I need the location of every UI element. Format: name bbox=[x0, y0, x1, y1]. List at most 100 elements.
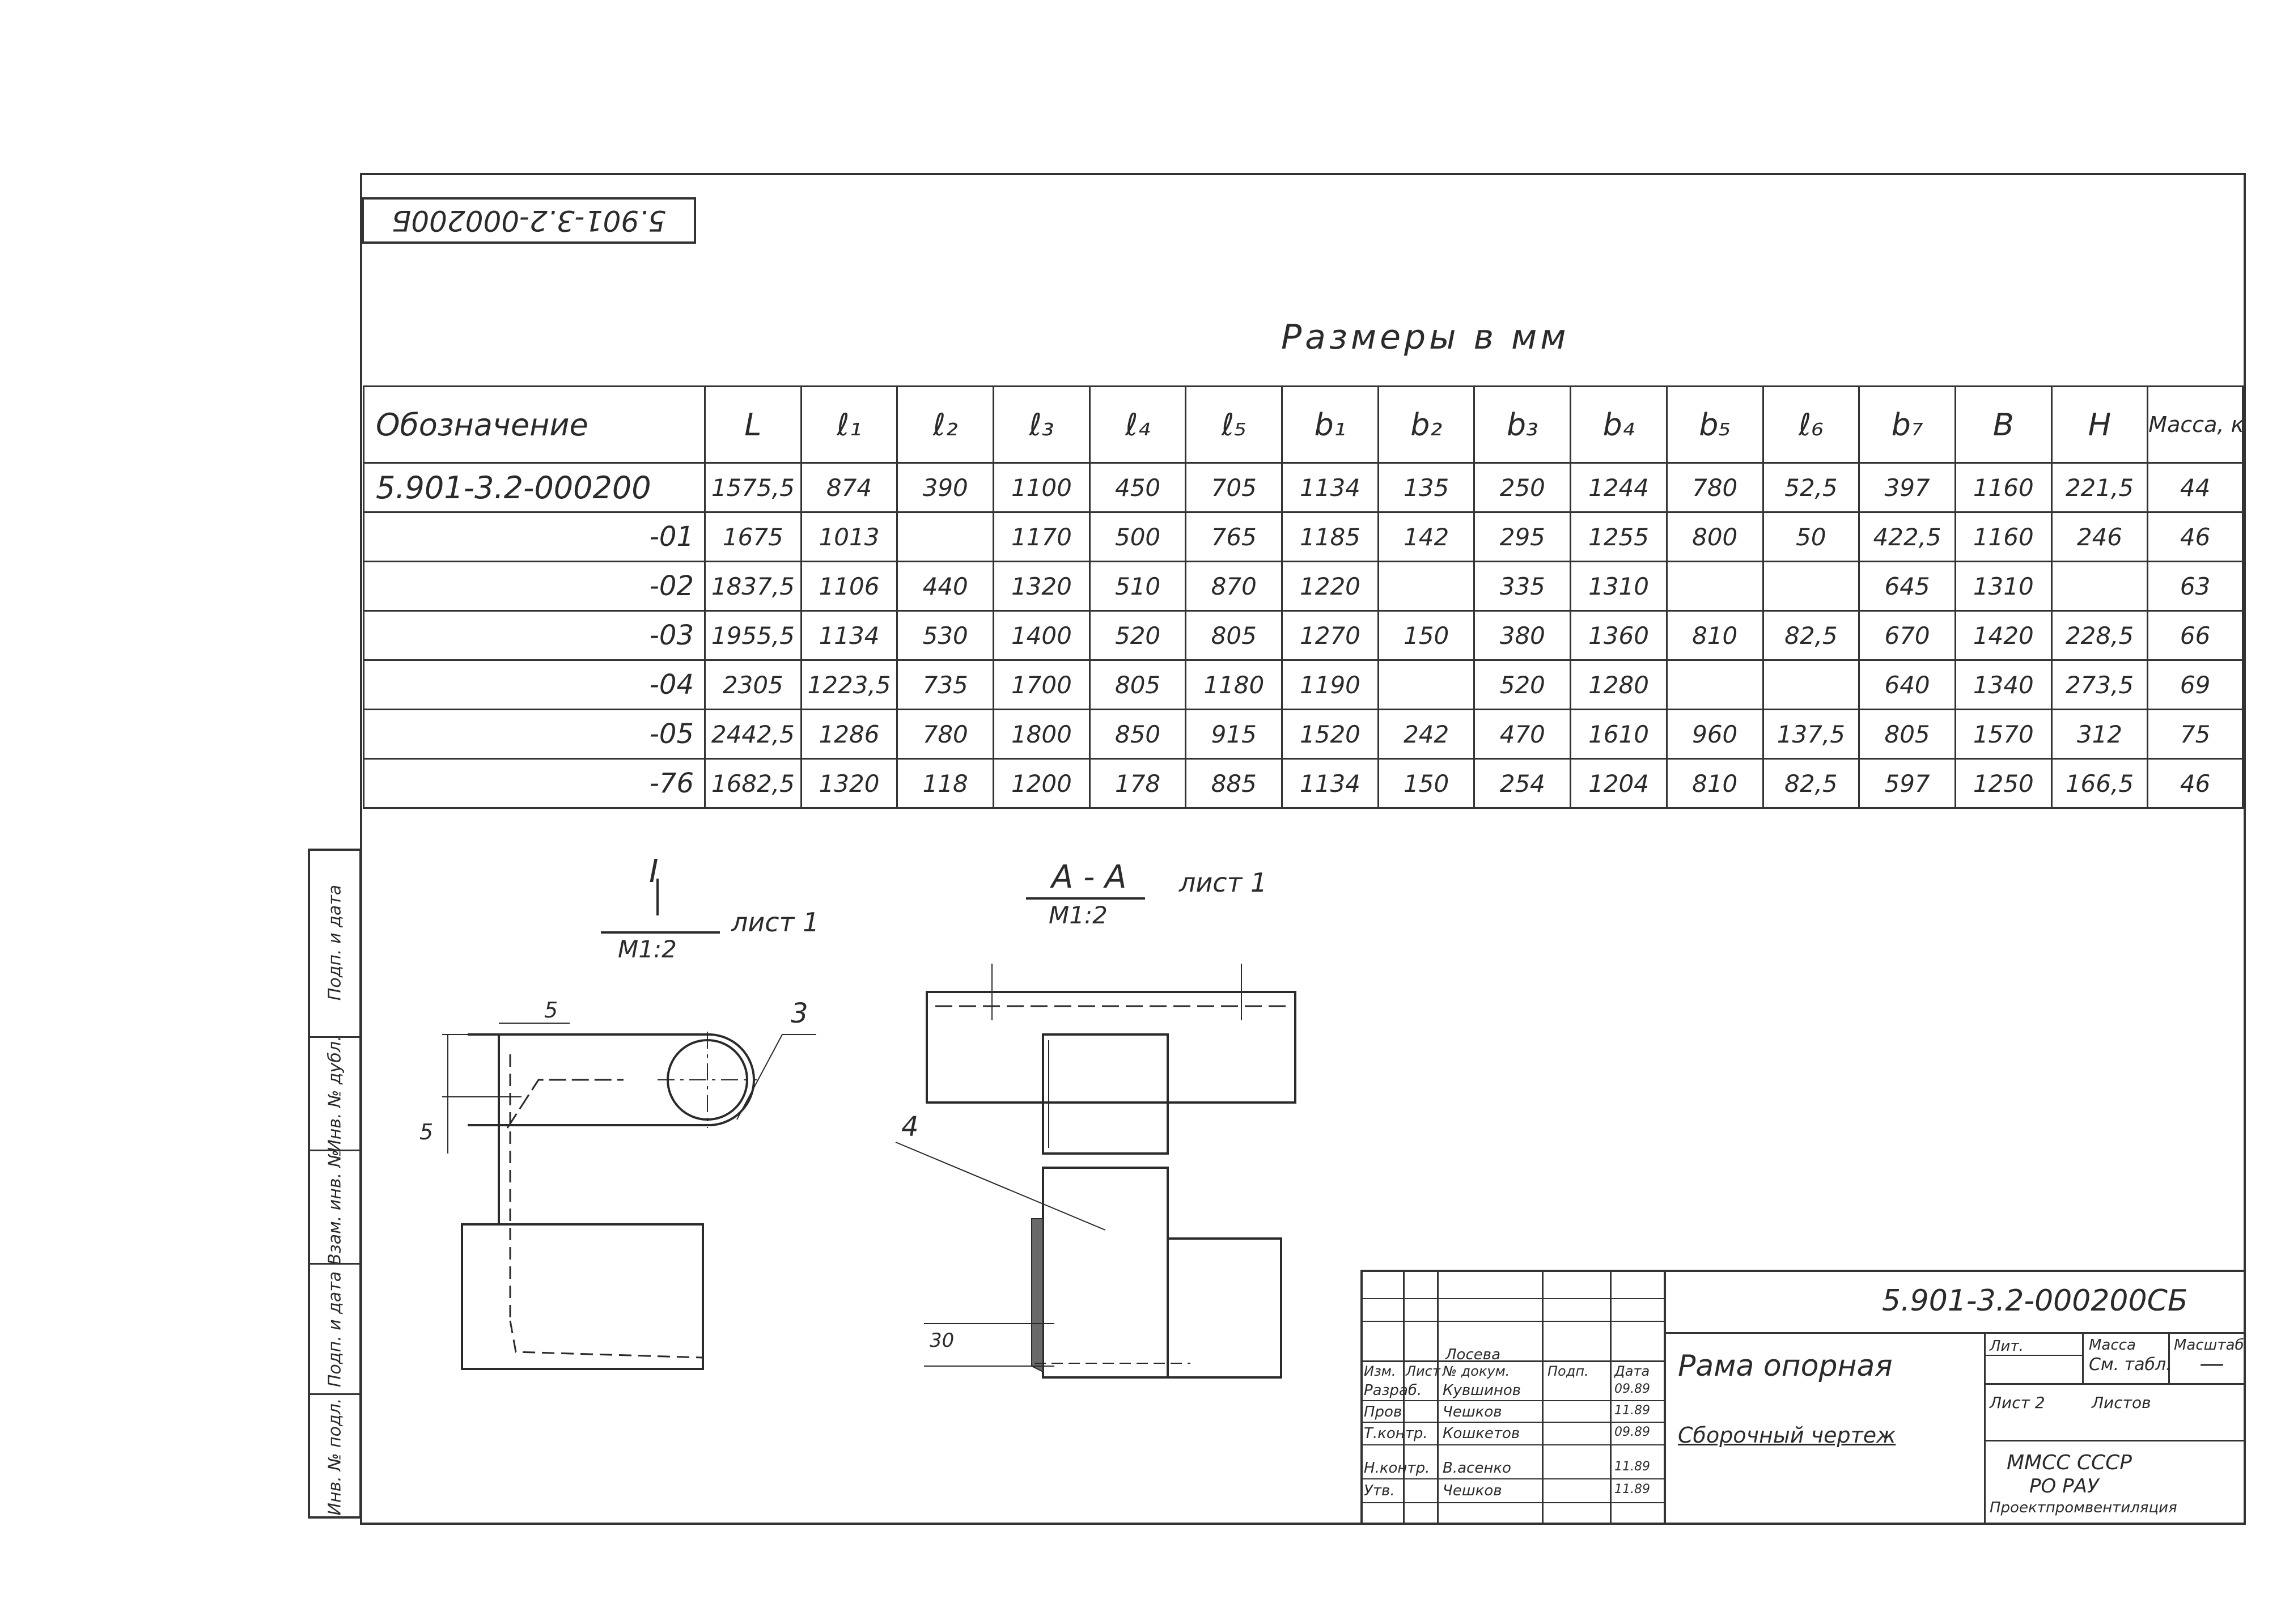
table-cell: 1420 bbox=[1954, 610, 2053, 661]
staff-name: В.асенко bbox=[1443, 1460, 1511, 1477]
section-dim-30: 30 bbox=[930, 1329, 955, 1352]
table-cell: 1250 bbox=[1954, 758, 2053, 809]
table-cell: 397 bbox=[1858, 462, 1956, 513]
dimensions-table: Обозначение L ℓ₁ ℓ₂ ℓ₃ ℓ₄ ℓ₅ b₁ b₂ b₃ b₄… bbox=[363, 385, 2244, 809]
sheets-label: Листов bbox=[2092, 1393, 2151, 1412]
table-cell: 250 bbox=[1473, 462, 1572, 513]
title-doc-type: Сборочный чертеж bbox=[1678, 1423, 1896, 1448]
table-cell: 805 bbox=[1088, 659, 1187, 710]
row-designation: -05 bbox=[363, 709, 706, 760]
col-scale: Масштаб bbox=[2174, 1337, 2244, 1354]
table-cell: 885 bbox=[1185, 758, 1283, 809]
table-cell: 1160 bbox=[1954, 462, 2053, 513]
table-cell: 63 bbox=[2147, 561, 2244, 612]
approval-cell: Подп. и дата bbox=[325, 884, 345, 1001]
table-cell bbox=[2050, 561, 2149, 612]
table-cell: 69 bbox=[2147, 659, 2244, 710]
table-cell: 870 bbox=[1185, 561, 1283, 612]
table-cell: 228,5 bbox=[2050, 610, 2149, 661]
table-cell: 390 bbox=[896, 462, 995, 513]
table-cell: 440 bbox=[896, 561, 995, 612]
table-cell: 1675 bbox=[703, 511, 802, 562]
table-cell: 75 bbox=[2147, 709, 2244, 760]
table-cell: 800 bbox=[1665, 511, 1764, 562]
approval-cell: Подп. и дата bbox=[310, 1263, 359, 1393]
table-cell: 810 bbox=[1665, 758, 1764, 809]
table-cell: 1220 bbox=[1281, 561, 1379, 612]
table-cell: 2305 bbox=[703, 659, 802, 710]
table-cell: 1320 bbox=[800, 758, 898, 809]
col-header: b₃ bbox=[1473, 385, 1572, 464]
table-cell: 1520 bbox=[1281, 709, 1379, 760]
row-designation: -03 bbox=[363, 610, 706, 661]
staff-role: Н.контр. bbox=[1364, 1460, 1430, 1477]
row-designation: -02 bbox=[363, 561, 706, 612]
table-cell: 915 bbox=[1185, 709, 1283, 760]
table-cell: 312 bbox=[2050, 709, 2149, 760]
table-cell: 670 bbox=[1858, 610, 1956, 661]
table-cell: 46 bbox=[2147, 758, 2244, 809]
hdr-izm: Изм. bbox=[1364, 1363, 1396, 1379]
staff-name: Кувшинов bbox=[1443, 1382, 1521, 1399]
table-cell: 150 bbox=[1377, 758, 1476, 809]
section-sheet-ref: лист 1 bbox=[1179, 867, 1267, 898]
table-cell bbox=[1665, 561, 1764, 612]
table-cell: 1134 bbox=[1281, 758, 1379, 809]
table-cell: 1310 bbox=[1570, 561, 1668, 612]
detail-label: I bbox=[649, 853, 659, 890]
table-cell: 118 bbox=[896, 758, 995, 809]
org-line2: РО РАУ bbox=[2029, 1475, 2099, 1498]
scale-value: — bbox=[2199, 1349, 2224, 1378]
table-cell bbox=[1377, 659, 1476, 710]
table-cell: 422,5 bbox=[1858, 511, 1956, 562]
detail-callout-3: 3 bbox=[791, 998, 808, 1029]
table-cell bbox=[896, 511, 995, 562]
table-cell: 1270 bbox=[1281, 610, 1379, 661]
table-cell: 1955,5 bbox=[703, 610, 802, 661]
col-header: H bbox=[2050, 385, 2149, 464]
col-header: ℓ₂ bbox=[896, 385, 995, 464]
table-cell: 46 bbox=[2147, 511, 2244, 562]
table-cell: 960 bbox=[1665, 709, 1764, 760]
col-header: ℓ₄ bbox=[1088, 385, 1187, 464]
hidden-line-bottom bbox=[509, 1320, 703, 1359]
table-cell: 1244 bbox=[1570, 462, 1668, 513]
table-cell: 850 bbox=[1088, 709, 1187, 760]
table-cell: 1185 bbox=[1281, 511, 1379, 562]
table-cell: 1134 bbox=[800, 610, 898, 661]
table-cell: 530 bbox=[896, 610, 995, 661]
table-cell: 295 bbox=[1473, 511, 1572, 562]
table-cell: 1575,5 bbox=[703, 462, 802, 513]
col-header: ℓ₃ bbox=[993, 385, 1091, 464]
table-cell: 242 bbox=[1377, 709, 1476, 760]
table-cell: 1200 bbox=[993, 758, 1091, 809]
col-header-mass: Масса, кг bbox=[2147, 385, 2244, 464]
table-cell: 1800 bbox=[993, 709, 1091, 760]
table-cell: 137,5 bbox=[1762, 709, 1860, 760]
staff-date: 09.89 bbox=[1614, 1425, 1650, 1439]
table-cell bbox=[1377, 561, 1476, 612]
dimensions-title: Размеры в мм bbox=[1281, 317, 1570, 357]
table-cell bbox=[1665, 659, 1764, 710]
section-label: А - А bbox=[1052, 859, 1127, 896]
hdr-date: Дата bbox=[1614, 1363, 1650, 1379]
table-cell: 1286 bbox=[800, 709, 898, 760]
sheet-label: Лист 2 bbox=[1990, 1393, 2045, 1412]
staff-role: Пров. bbox=[1364, 1403, 1407, 1421]
table-cell: 1190 bbox=[1281, 659, 1379, 710]
org-line3: Проектпромвентиляция bbox=[1990, 1499, 2177, 1516]
table-cell: 780 bbox=[1665, 462, 1764, 513]
col-header: ℓ₅ bbox=[1185, 385, 1283, 464]
staff-role: Т.контр. bbox=[1364, 1425, 1428, 1442]
table-cell: 1340 bbox=[1954, 659, 2053, 710]
col-header: b₇ bbox=[1858, 385, 1956, 464]
table-cell bbox=[1762, 659, 1860, 710]
table-cell: 1100 bbox=[993, 462, 1091, 513]
col-mass: Масса bbox=[2089, 1337, 2136, 1354]
col-header: Обозначение bbox=[363, 385, 706, 464]
